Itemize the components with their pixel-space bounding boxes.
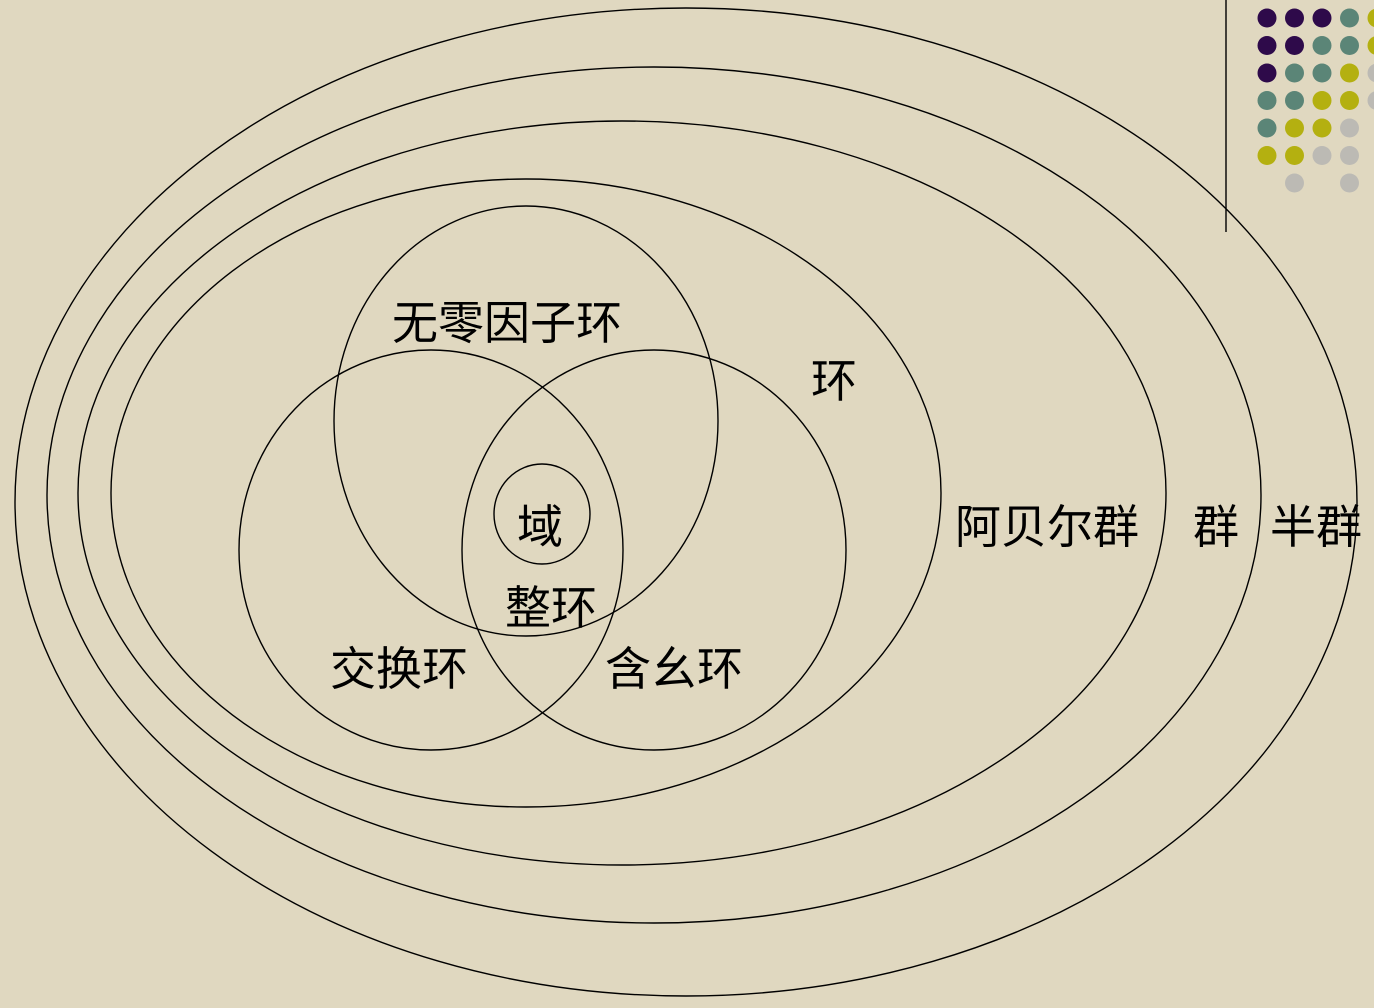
decorative-dot: [1367, 36, 1374, 55]
decorative-dot: [1340, 173, 1359, 193]
decorative-dot: [1285, 36, 1304, 55]
decorative-dot: [1285, 63, 1304, 83]
decorative-dot: [1340, 118, 1359, 138]
zero-divisor-free-ring-label: 无零因子环: [392, 296, 622, 350]
decorative-dot: [1312, 8, 1332, 28]
group-ellipse: [46, 66, 1262, 924]
decorative-dot: [1340, 91, 1359, 110]
decorative-dot: [1340, 146, 1359, 165]
decorative-dot: [1285, 146, 1304, 165]
decorative-dot: [1312, 91, 1332, 110]
decorative-dot: [1257, 118, 1277, 138]
zero-divisor-free-ring-circle: [333, 205, 719, 637]
decorative-dot: [1285, 118, 1304, 138]
decorative-dot: [1312, 146, 1332, 165]
decorative-dot: [1312, 118, 1332, 138]
decorative-dot: [1257, 63, 1277, 83]
field-label: 域: [517, 500, 563, 554]
abelian-group-label: 阿贝尔群: [955, 500, 1139, 554]
decorative-dot: [1367, 63, 1374, 83]
group-label: 群: [1193, 500, 1239, 554]
ring-label: 环: [811, 354, 857, 408]
decorative-dot: [1340, 8, 1359, 28]
integral-domain-label: 整环: [505, 581, 597, 635]
commutative-ring-label: 交换环: [330, 642, 468, 696]
decorative-dot: [1312, 36, 1332, 55]
decorative-dot: [1367, 91, 1374, 110]
decorative-dot: [1340, 36, 1359, 55]
abelian-group-ellipse: [77, 120, 1167, 866]
decorative-dot: [1285, 173, 1304, 193]
corner-dot-decoration: [1257, 8, 1374, 193]
decorative-dot: [1285, 8, 1304, 28]
semigroup-ellipse: [14, 7, 1358, 997]
decorative-dot: [1312, 63, 1332, 83]
decorative-dot: [1257, 91, 1277, 110]
semigroup-label: 半群: [1270, 500, 1362, 554]
unital-ring-circle: [461, 349, 847, 751]
field-circle: [493, 463, 591, 565]
unital-ring-label: 含幺环: [605, 642, 743, 696]
decorative-dot: [1285, 91, 1304, 110]
decorative-dot: [1257, 8, 1277, 28]
decorative-dot: [1257, 36, 1277, 55]
decorative-dot: [1257, 146, 1277, 165]
ring-ellipse: [110, 178, 942, 808]
decorative-dot: [1340, 63, 1359, 83]
commutative-ring-circle: [238, 349, 624, 751]
decorative-dot: [1367, 8, 1374, 28]
